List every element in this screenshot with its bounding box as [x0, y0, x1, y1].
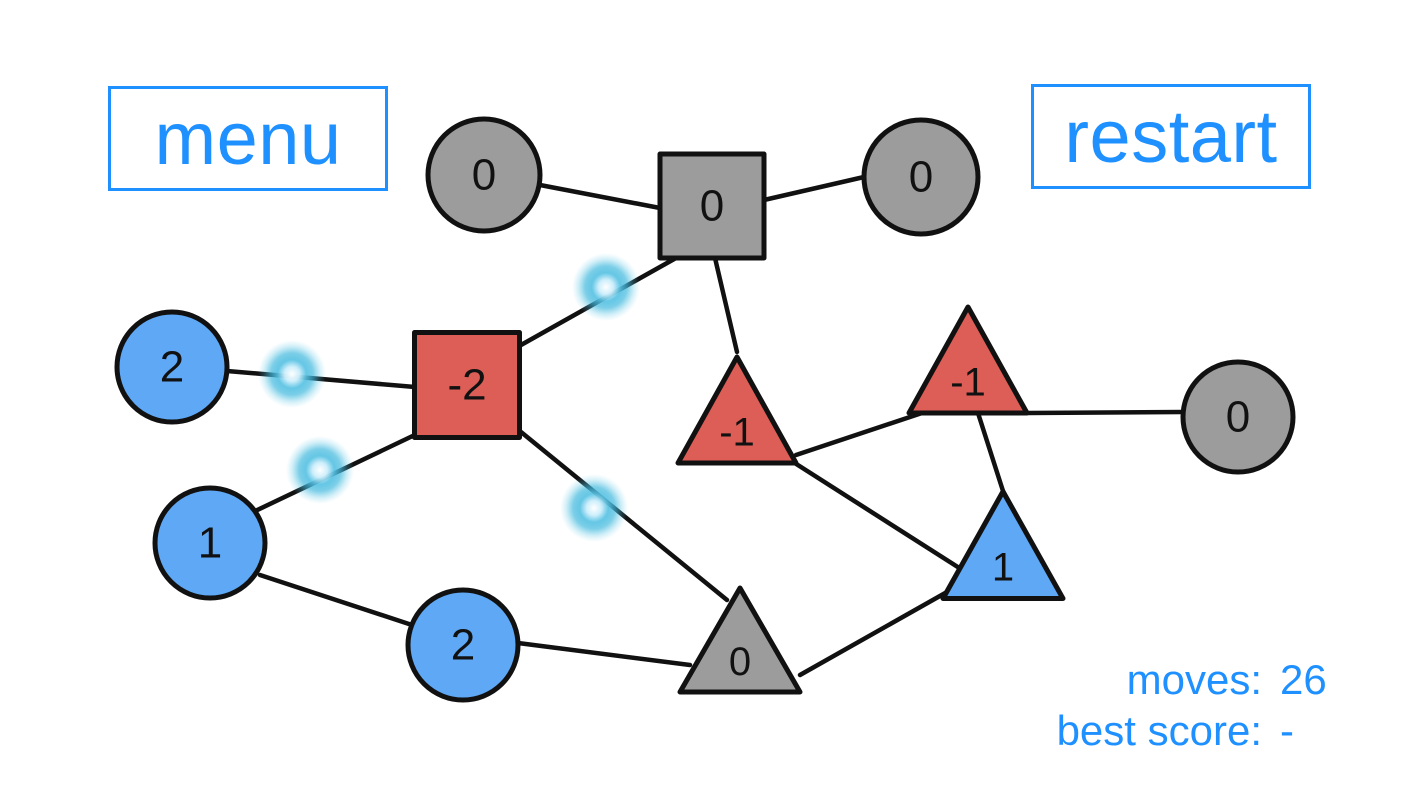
node-value-label: 2 [160, 343, 184, 392]
graph-node-t-mid-left[interactable]: -1 [675, 354, 799, 466]
graph-node-t-bot-gray[interactable]: 0 [677, 585, 803, 695]
beacon-left-2-red[interactable] [258, 340, 326, 408]
circle-shape [861, 117, 981, 237]
graph-node-t-blue[interactable]: 1 [940, 489, 1066, 601]
node-value-label: 2 [451, 621, 475, 670]
node-value-label: -1 [950, 360, 986, 404]
triangle-shape [906, 304, 1030, 416]
beacon-red-bottom[interactable] [560, 474, 628, 542]
square-shape [657, 151, 767, 261]
moves-value: 26 [1280, 655, 1327, 703]
graph-node-c-left-1[interactable]: 1 [152, 485, 268, 601]
best-score-label: best score: [1056, 706, 1262, 754]
graph-edge [761, 174, 867, 203]
graph-node-c-top-right[interactable]: 0 [861, 117, 981, 237]
graph-edge [797, 589, 950, 678]
circle-shape [405, 587, 521, 703]
beacon-layer[interactable] [258, 253, 640, 542]
circle-shape [114, 309, 230, 425]
graph-node-c-bot-2[interactable]: 2 [405, 587, 521, 703]
beacon-left-1-red[interactable] [286, 436, 354, 504]
best-score-value: - [1280, 706, 1294, 754]
moves-label: moves: [1126, 655, 1262, 703]
node-value-label: -2 [447, 361, 486, 410]
best-score-row: best score: - [1057, 705, 1342, 756]
moves-row: moves: 26 [1057, 654, 1342, 705]
graph-edge [793, 409, 928, 458]
graph-node-c-top-left[interactable]: 0 [425, 116, 543, 234]
node-value-label: -1 [719, 410, 755, 454]
restart-button[interactable]: restart [1031, 84, 1311, 189]
graph-node-c-right-0[interactable]: 0 [1180, 359, 1296, 475]
graph-edge [712, 255, 740, 355]
node-value-label: 0 [909, 153, 933, 202]
node-value-label: 1 [992, 545, 1014, 589]
graph-edge [975, 410, 1006, 494]
graph-node-s-top[interactable]: 0 [657, 151, 767, 261]
graph-edge [787, 457, 978, 581]
graph-edge [537, 182, 663, 211]
triangle-shape [940, 489, 1066, 601]
circle-shape [425, 116, 543, 234]
graph-edge [1025, 409, 1186, 416]
restart-button-label: restart [1064, 95, 1278, 178]
graph-edge [257, 572, 415, 628]
graph-node-s-red[interactable]: -2 [412, 330, 522, 440]
triangle-shape [677, 585, 803, 695]
graph-node-c-left-2[interactable]: 2 [114, 309, 230, 425]
circle-shape [152, 485, 268, 601]
node-value-label: 0 [472, 151, 496, 200]
node-value-label: 0 [1226, 393, 1250, 442]
stats-panel: moves: 26 best score: - [1057, 654, 1342, 756]
circle-shape [1180, 359, 1296, 475]
node-layer[interactable]: 0 0 0 2 -2 -1 -1 0 1 1 2 0 [114, 116, 1296, 703]
menu-button-label: menu [154, 97, 342, 180]
node-value-label: 1 [198, 519, 222, 568]
graph-node-t-mid-right[interactable]: -1 [906, 304, 1030, 416]
square-shape [412, 330, 522, 440]
triangle-shape [675, 354, 799, 466]
menu-button[interactable]: menu [108, 86, 388, 191]
node-value-label: 0 [700, 182, 724, 231]
beacon-red-square[interactable] [572, 253, 640, 321]
graph-edge [515, 640, 693, 668]
node-value-label: 0 [729, 640, 751, 684]
